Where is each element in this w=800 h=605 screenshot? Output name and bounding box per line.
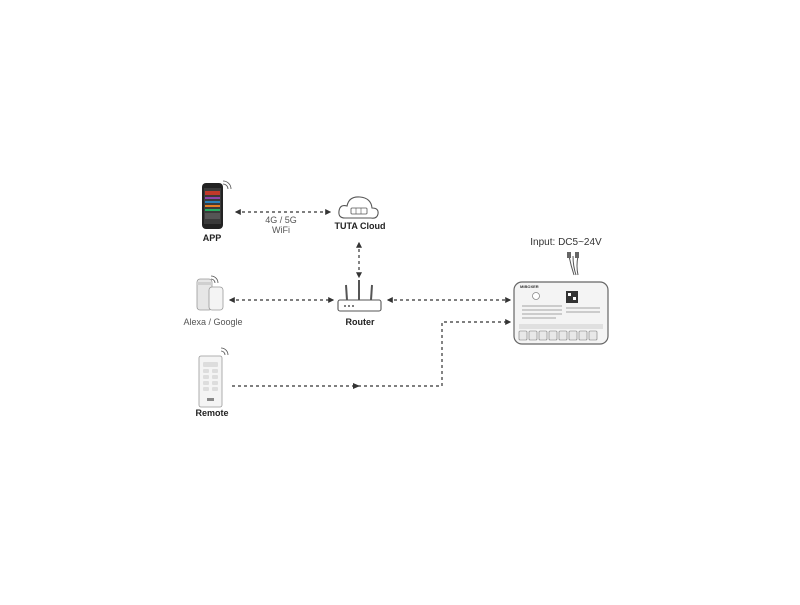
router-label: Router — [345, 317, 375, 327]
cloud-label: TUTA Cloud — [334, 221, 386, 231]
app-label: APP — [202, 233, 222, 243]
router-icon — [337, 280, 382, 312]
smart-speaker-icon — [196, 275, 224, 311]
cloud-icon — [338, 196, 379, 219]
phone-icon — [202, 180, 232, 229]
link-app-cloud-line2: WiFi — [272, 225, 290, 235]
remote-control-icon — [198, 347, 229, 408]
link-remote-controller — [232, 319, 512, 387]
controller-brand: MiBOXER — [520, 284, 539, 289]
link-app-cloud-line1: 4G / 5G — [265, 215, 297, 225]
controller-input-label: Input: DC5~24V — [530, 237, 602, 248]
remote-label: Remote — [195, 408, 229, 418]
controller-device — [513, 252, 609, 345]
link-remote-midarrow — [353, 383, 360, 389]
alexa-label: Alexa / Google — [183, 317, 243, 327]
